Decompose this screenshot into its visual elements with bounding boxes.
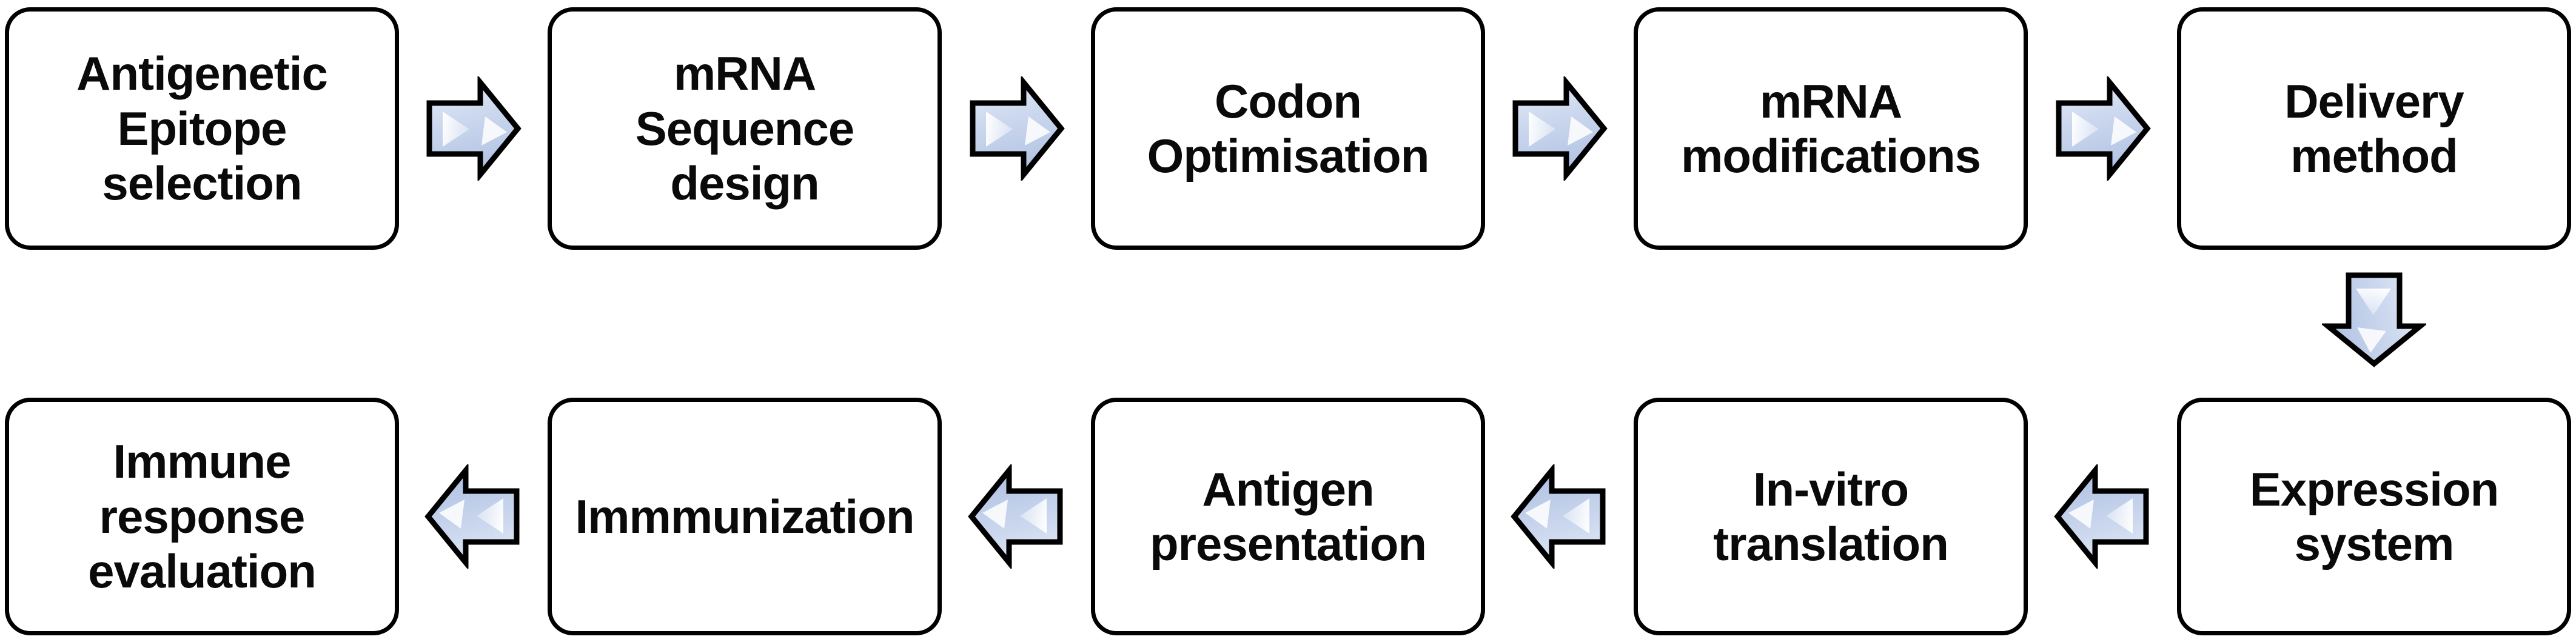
arrow-right-icon: [424, 76, 522, 181]
arrow-left-icon: [2054, 464, 2151, 569]
node-label: Delivery method: [2284, 74, 2464, 182]
arrow-left-icon: [424, 464, 522, 569]
node-label: Immune response evaluation: [88, 435, 317, 598]
node-codon-optimisation: Codon Optimisation: [1091, 7, 1485, 250]
node-label: Antigenetic Epitope selection: [76, 47, 328, 210]
node-mrna-modifications: mRNA modifications: [1634, 7, 2028, 250]
arrow-left-icon: [1511, 464, 1608, 569]
node-label: In-vitro translation: [1713, 462, 1949, 570]
arrow-down-icon: [2322, 270, 2426, 367]
node-label: Expression system: [2249, 462, 2500, 570]
arrow-right-icon: [2054, 76, 2151, 181]
node-immune-response-evaluation: Immune response evaluation: [5, 398, 399, 635]
node-label: mRNA modifications: [1680, 74, 1981, 182]
node-label: Antigen presentation: [1149, 462, 1427, 570]
node-label: Codon Optimisation: [1147, 74, 1430, 182]
node-expression-system: Expression system: [2177, 398, 2571, 635]
node-label: Immmunization: [575, 489, 914, 543]
arrow-right-icon: [1511, 76, 1608, 181]
node-mrna-sequence-design: mRNA Sequence design: [548, 7, 942, 250]
node-immmunization: Immmunization: [548, 398, 942, 635]
node-antigen-presentation: Antigen presentation: [1091, 398, 1485, 635]
node-delivery-method: Delivery method: [2177, 7, 2571, 250]
arrow-left-icon: [968, 464, 1065, 569]
arrow-right-icon: [968, 76, 1065, 181]
node-in-vitro-translation: In-vitro translation: [1634, 398, 2028, 635]
node-label: mRNA Sequence design: [635, 47, 854, 210]
node-antigenetic-epitope-selection: Antigenetic Epitope selection: [5, 7, 399, 250]
